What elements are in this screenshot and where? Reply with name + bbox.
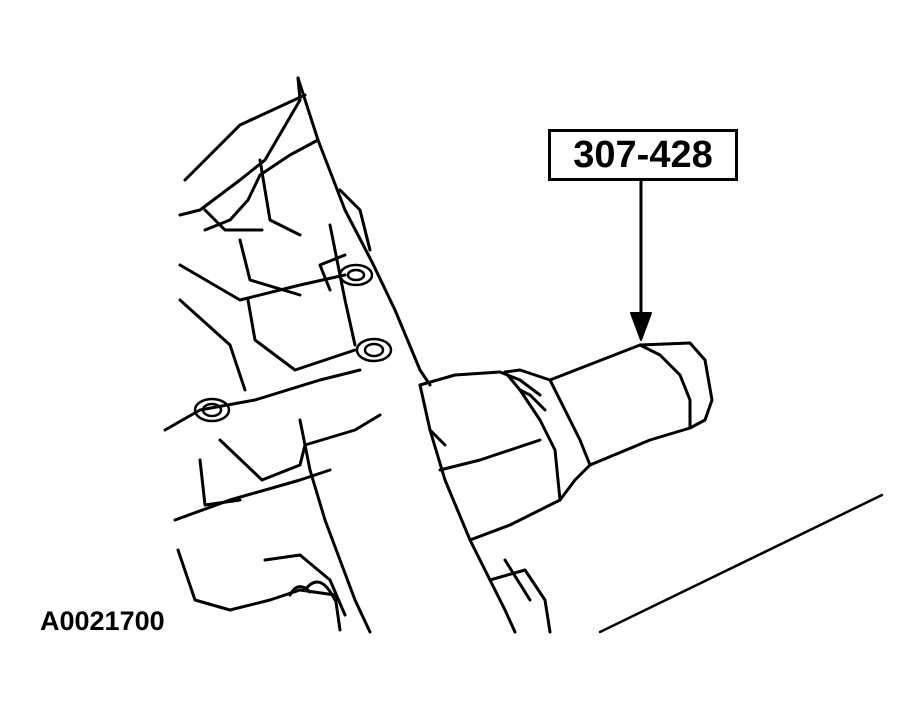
bolt-bosses <box>193 263 393 423</box>
tool-307-428 <box>503 341 714 502</box>
shaft-centerline <box>598 493 884 634</box>
tool-callout-label: 307-428 <box>548 129 738 181</box>
callout-arrow <box>630 179 652 341</box>
transmission-case <box>163 76 432 634</box>
extension-housing <box>418 370 562 634</box>
figure-id-label: A0021700 <box>40 606 165 636</box>
